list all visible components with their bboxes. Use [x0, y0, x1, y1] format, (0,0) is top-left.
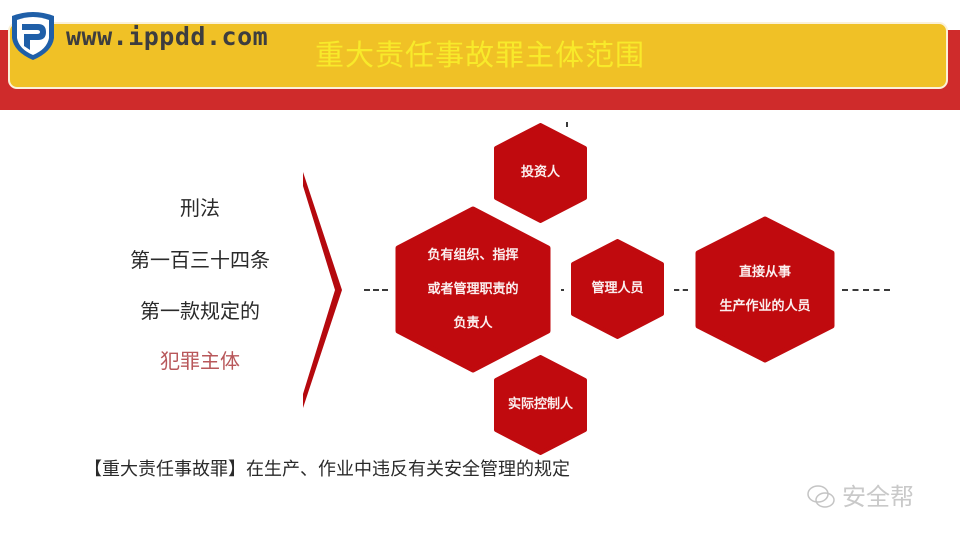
hexagon-label: 负有组织、指挥	[427, 247, 519, 263]
law-clause: 第一款规定的	[140, 299, 260, 323]
crime-definition: 【重大责任事故罪】在生产、作业中违反有关安全管理的规定	[84, 459, 570, 480]
watermark-text: 安全帮	[842, 483, 914, 511]
title-bar	[8, 22, 948, 89]
connector-dash	[842, 289, 890, 293]
hexagon-label: 负责人	[453, 315, 493, 331]
chevron-bracket-icon	[300, 170, 346, 410]
law-article: 第一百三十四条	[130, 248, 270, 272]
hexagon-manager: 管理人员	[570, 239, 665, 339]
watermark: 安全帮	[806, 480, 914, 514]
hexagon-label: 投资人	[520, 165, 560, 180]
connector-tick	[566, 122, 568, 127]
hexagon-label: 管理人员	[591, 281, 644, 296]
hexagon-direct-workers: 直接从事 生产作业的人员	[695, 216, 835, 363]
connector-dash	[674, 289, 688, 293]
hexagon-actual-controller: 实际控制人	[493, 355, 588, 455]
hexagon-label: 或者管理职责的	[427, 281, 519, 297]
page-title: 重大责任事故罪主体范围	[314, 38, 645, 72]
hexagon-investor: 投资人	[493, 123, 588, 223]
hexagon-label: 实际控制人	[507, 397, 573, 412]
site-url-watermark: www.ippdd.com	[66, 22, 269, 51]
wechat-icon	[807, 485, 835, 508]
law-name: 刑法	[180, 196, 220, 220]
hexagon-label: 直接从事	[738, 264, 791, 280]
hexagon-label: 生产作业的人员	[719, 298, 811, 314]
shield-logo-icon	[8, 10, 58, 62]
hexagon-responsible-person: 负有组织、指挥 或者管理职责的 负责人	[395, 206, 551, 373]
connector-dash	[561, 289, 564, 293]
connector-dash	[364, 289, 388, 293]
crime-subject-label: 犯罪主体	[160, 349, 240, 373]
